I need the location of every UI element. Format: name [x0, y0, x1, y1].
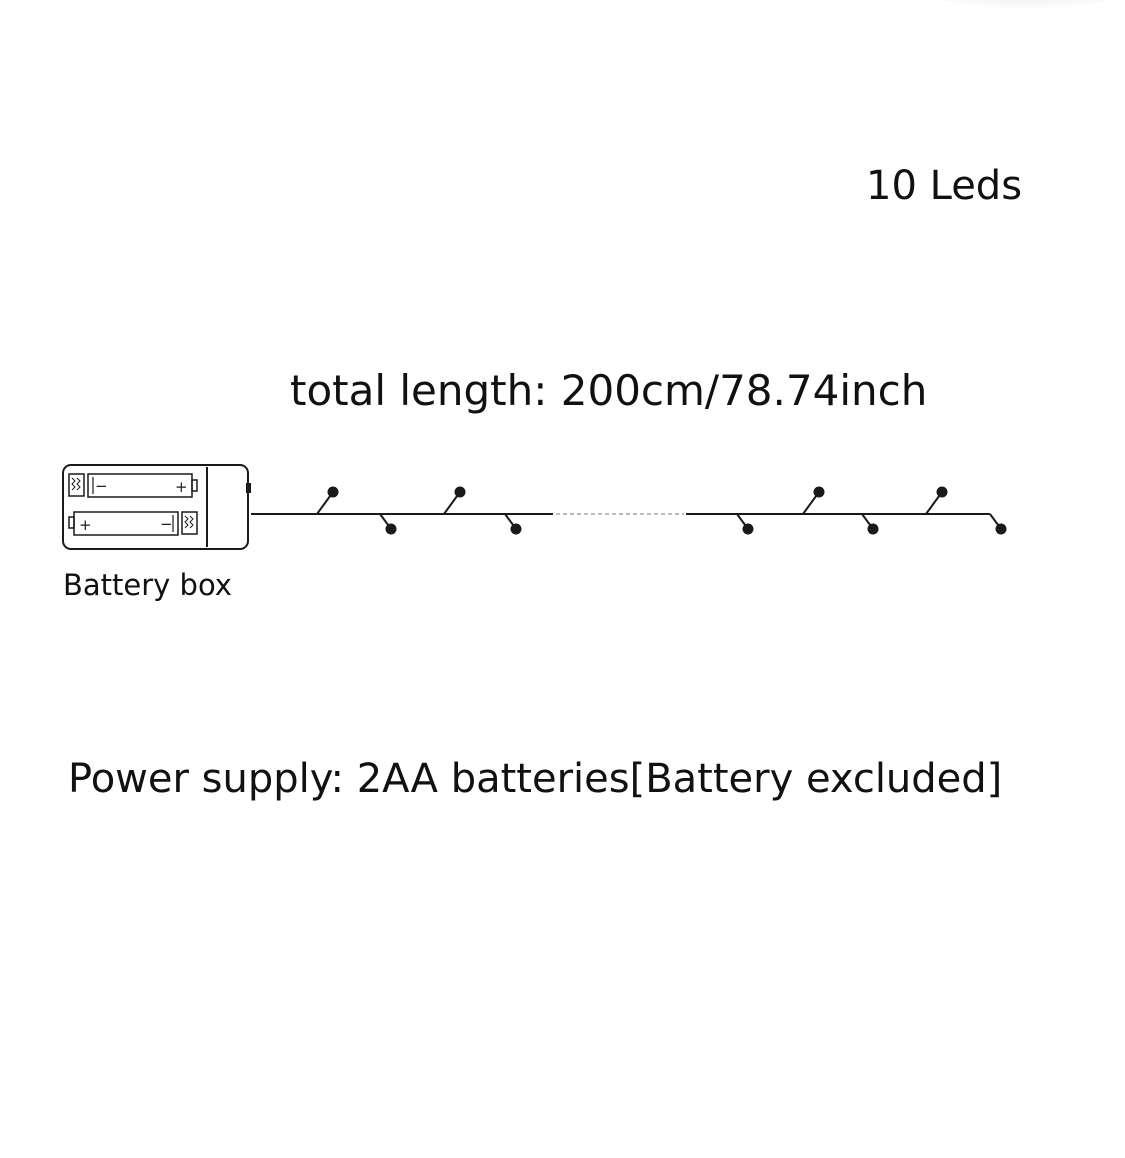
led-bulb-6: [813, 486, 825, 498]
battery-box-body: [62, 464, 249, 550]
battery-box-label: Battery box: [63, 568, 232, 602]
led-count-label: 10 Leds: [866, 163, 1023, 209]
bottom-cell-plus-symbol: +: [79, 516, 92, 534]
top-cell-plus-symbol: +: [175, 478, 188, 496]
battery-cell-bottom: [68, 511, 198, 536]
power-supply-label: Power supply: 2AA batteries[Battery excl…: [68, 756, 1003, 802]
battery-box-switch: [246, 483, 251, 493]
led-bulb-8: [936, 486, 948, 498]
led-bulb-1: [327, 486, 339, 498]
led-bulb-4: [510, 523, 522, 535]
battery-box: [62, 464, 251, 550]
led-bulb-3: [454, 486, 466, 498]
total-length-label: total length: 200cm/78.74inch: [290, 366, 928, 415]
top-cell-minus-symbol: −: [95, 477, 108, 495]
bottom-cell-minus-symbol: −: [160, 515, 173, 533]
battery-cell-top: [68, 473, 198, 498]
led-bulb-7: [867, 523, 879, 535]
led-bulb-9: [995, 523, 1007, 535]
corner-glow-decoration: [905, 0, 1125, 8]
led-group: [316, 486, 1007, 535]
led-bulb-5: [742, 523, 754, 535]
led-bulb-2: [385, 523, 397, 535]
